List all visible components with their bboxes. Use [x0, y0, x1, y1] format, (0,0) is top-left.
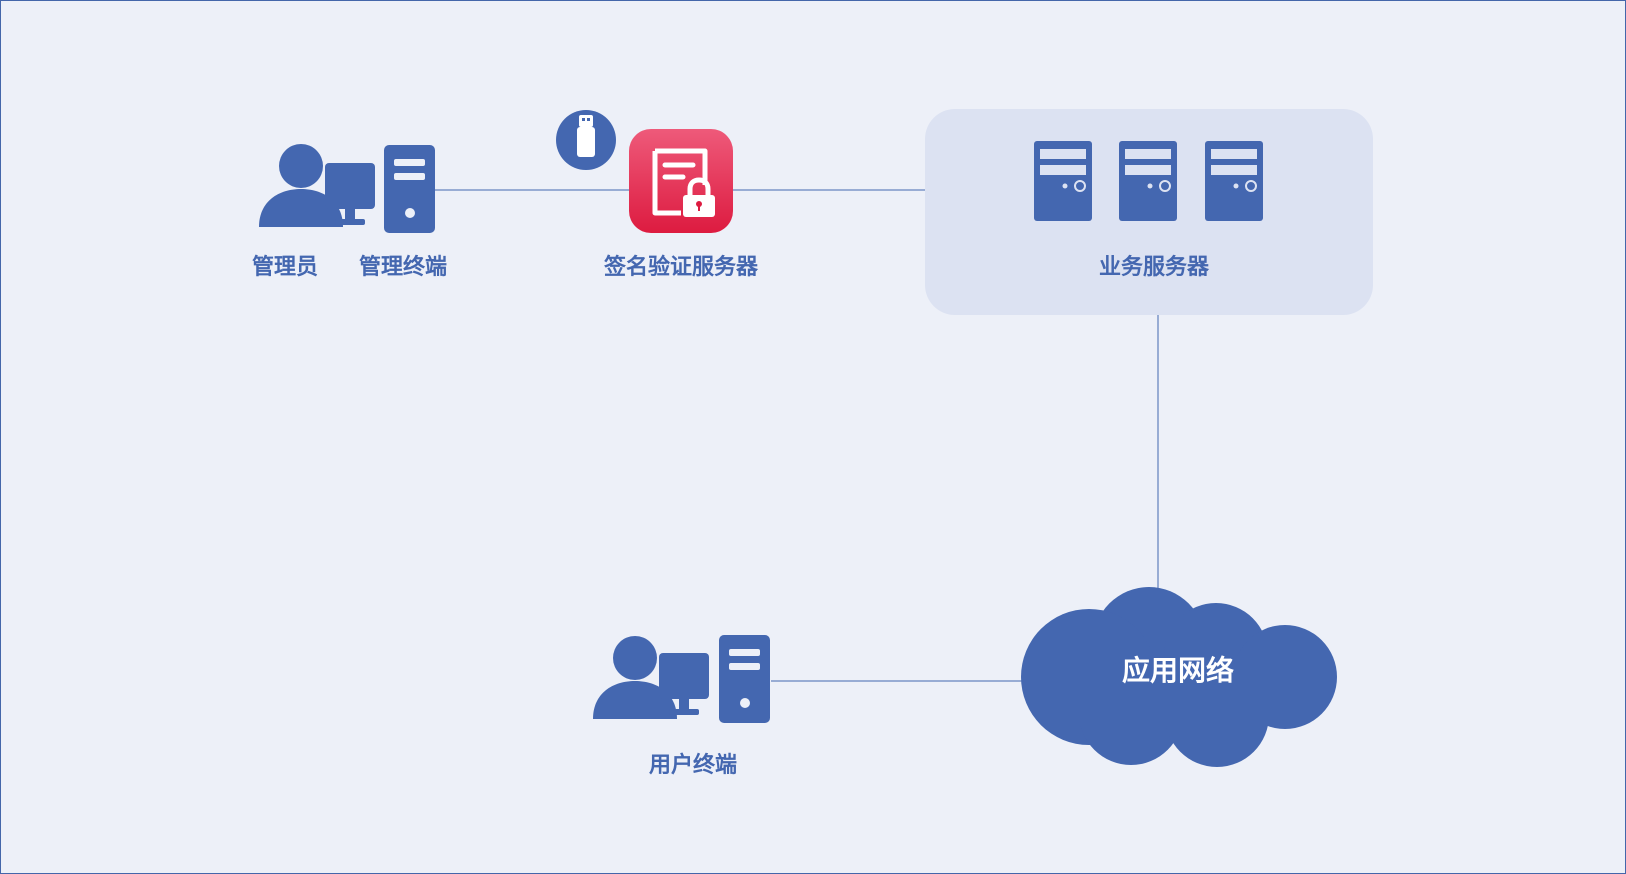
document-lock-icon[interactable] — [629, 129, 733, 233]
app-network-label: 应用网络 — [1121, 654, 1234, 687]
usb-key-icon — [556, 110, 616, 170]
server-tower-icon — [1119, 141, 1177, 221]
sign-server-label: 签名验证服务器 — [603, 255, 758, 280]
admin-label: 管理员 — [251, 255, 318, 280]
server-tower-icon — [1034, 141, 1092, 221]
user-terminal-label: 用户终端 — [648, 753, 737, 778]
business-servers-label: 业务服务器 — [1098, 255, 1209, 280]
cloud-icon[interactable] — [1019, 585, 1337, 767]
desktop-computer-icon — [325, 145, 435, 233]
person-desktop-icon[interactable] — [593, 633, 773, 725]
person-icon — [259, 144, 343, 227]
admin-terminal-label: 管理终端 — [358, 255, 447, 280]
server-tower-icon — [1205, 141, 1263, 221]
